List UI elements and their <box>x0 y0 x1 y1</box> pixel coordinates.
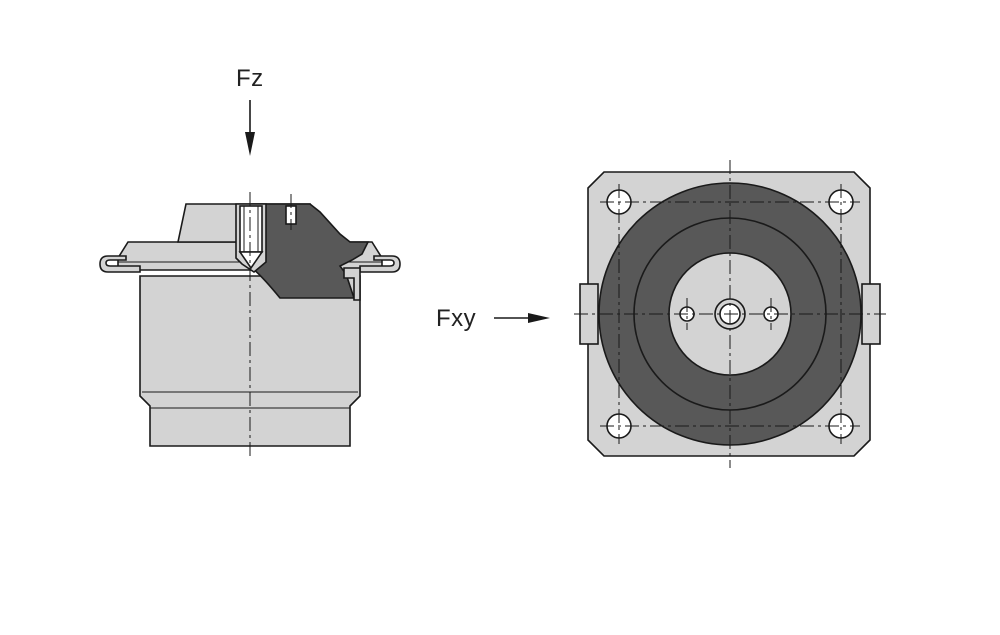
side-view: Fz <box>99 65 401 458</box>
fz-arrow <box>245 100 255 156</box>
fxy-arrow <box>494 313 550 323</box>
threaded-hole <box>238 205 264 270</box>
housing-cut-wall <box>343 267 361 301</box>
flange-tab-left <box>99 255 141 273</box>
pin-hole <box>285 194 297 230</box>
top-center-lines <box>574 160 886 468</box>
rubber-section <box>251 203 370 299</box>
fxy-force: Fxy <box>436 305 550 332</box>
fz-label: Fz <box>236 65 264 92</box>
top-view <box>574 160 886 468</box>
flange-tab-right <box>359 255 401 273</box>
fxy-label: Fxy <box>436 305 476 332</box>
